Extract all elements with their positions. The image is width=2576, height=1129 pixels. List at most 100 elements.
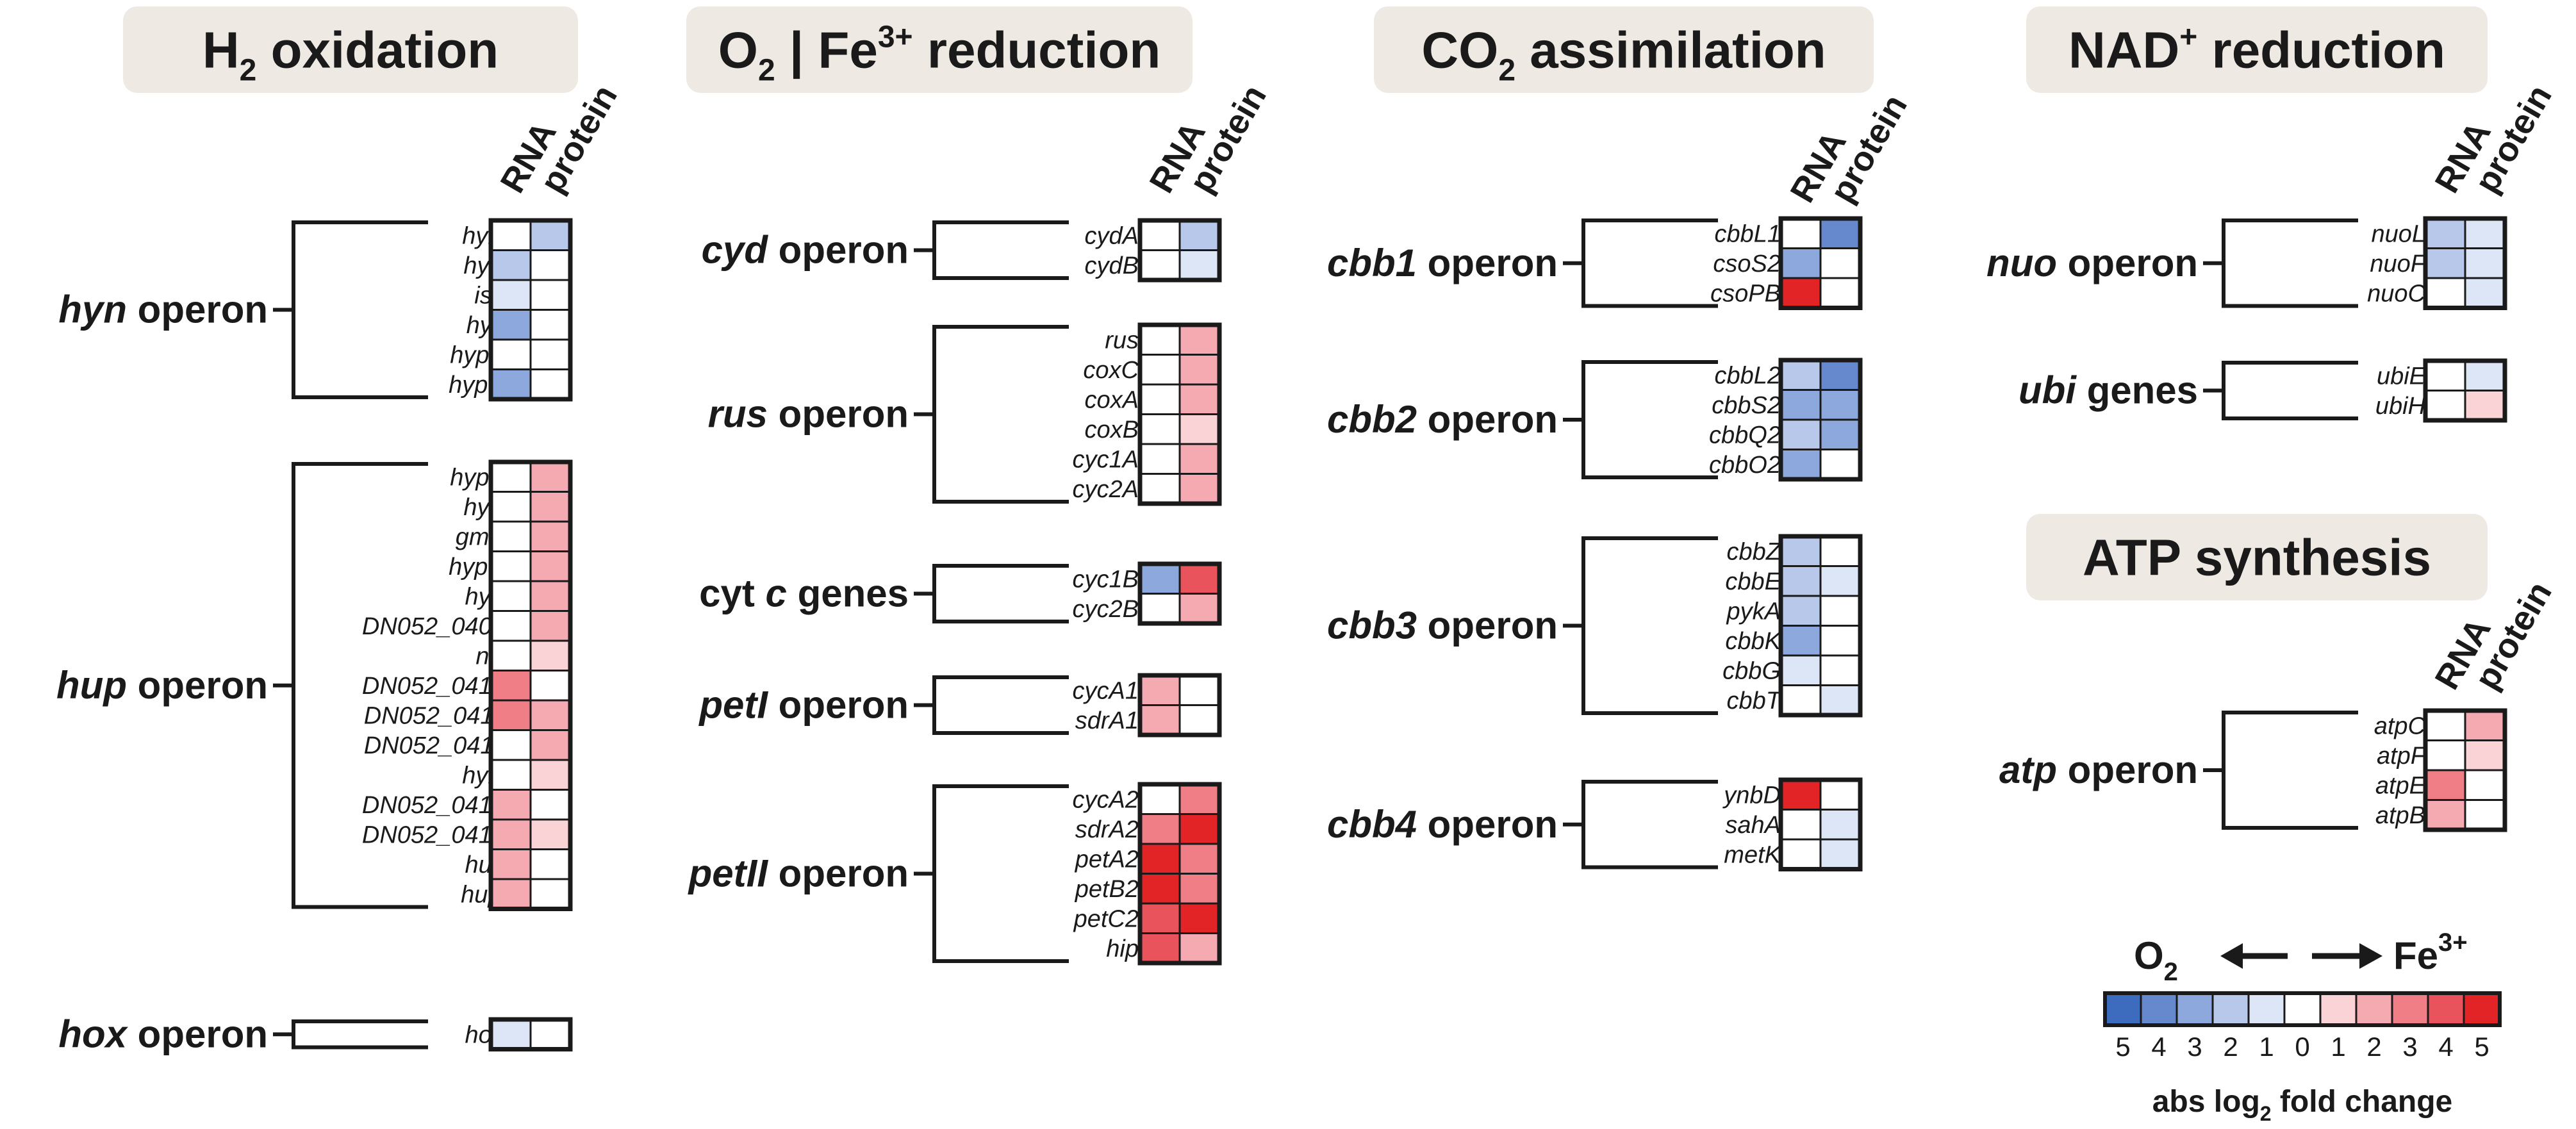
operon-label-italic: c [766, 572, 787, 615]
operon-label-suffix: operon [1417, 604, 1558, 647]
legend-swatch [2176, 992, 2214, 1026]
protein-cell [1819, 247, 1862, 279]
operon-label-italic: hox [58, 1012, 128, 1055]
protein-cell [529, 249, 572, 281]
gene-label: cydB [1085, 252, 1139, 279]
section-header: NAD+ reduction [2026, 6, 2488, 93]
rna-cell [490, 368, 532, 400]
heatmap-border [1137, 673, 1222, 738]
rna-cell [490, 580, 532, 612]
gene-label: cycA2 [1073, 786, 1139, 813]
protein-cell [1178, 249, 1221, 281]
legend-swatch [2211, 992, 2250, 1026]
protein-cell [1178, 219, 1221, 251]
title-main: NAD [2068, 22, 2179, 79]
heatmap-border [488, 459, 573, 911]
gene-label: sdrA2 [1075, 816, 1139, 843]
gene-label: petB2 [1075, 876, 1139, 903]
operon-label-suffix: operon [2057, 242, 2198, 284]
legend-tick-label: 5 [2474, 1032, 2489, 1062]
operon-label-suffix: operon [768, 229, 909, 272]
heatmap-border [488, 218, 573, 402]
rna-cell [490, 639, 532, 672]
heatmap-border [1778, 777, 1863, 871]
rna-cell [1139, 873, 1181, 905]
operon-label-italic: cbb1 [1327, 242, 1417, 284]
heatmap-border [1137, 782, 1222, 966]
rna-cell [1139, 413, 1181, 445]
rna-cell [1139, 783, 1181, 815]
rna-cell [1779, 684, 1822, 716]
operon-label: cbb1 operon [1327, 242, 1558, 284]
rna-cell [1779, 277, 1822, 309]
protein-cell [1178, 593, 1221, 625]
operon-label-suffix: genes [2076, 369, 2198, 412]
operon-bracket [1563, 536, 1718, 715]
section-title: ATP synthesis [2083, 529, 2431, 586]
protein-cell [529, 639, 572, 672]
operon-label-italic: hyn [58, 288, 127, 331]
protein-cell [1819, 359, 1862, 391]
gene-label: petA2 [1075, 846, 1139, 873]
rna-cell [1779, 535, 1822, 567]
operon-bracket [273, 220, 428, 399]
protein-cell [1178, 843, 1221, 875]
section-header-background [1374, 6, 1874, 93]
operon-label-suffix: operon [768, 393, 909, 436]
operon-label-italic: petII [688, 852, 769, 895]
operon-bracket [1563, 218, 1718, 308]
section-header-background [123, 6, 578, 93]
gene-label: cbbG [1722, 657, 1781, 684]
protein-cell [2464, 390, 2506, 422]
rna-cell [2424, 799, 2466, 831]
heatmap-border [1137, 561, 1222, 626]
gene-label: cbbZ [1727, 538, 1782, 565]
rna-cell [1139, 324, 1181, 356]
operon-label-italic: hup [56, 664, 127, 707]
heatmap-border [2423, 358, 2507, 423]
rna-cell [490, 309, 532, 341]
operon-label-prefix: cyt [699, 572, 765, 615]
protein-cell [1178, 873, 1221, 905]
rna-cell [1139, 563, 1181, 595]
legend-swatch [2355, 992, 2393, 1026]
protein-cell [1178, 383, 1221, 415]
protein-cell [2464, 769, 2506, 801]
rna-cell [1139, 383, 1181, 415]
gene-label: rus [1105, 327, 1139, 354]
protein-cell [2464, 217, 2506, 249]
protein-cell [1819, 565, 1862, 597]
legend-tick-label: 3 [2402, 1032, 2417, 1062]
title-main: O [718, 22, 758, 79]
legend-tick-label: 4 [2438, 1032, 2453, 1062]
operon-label-italic: cbb2 [1327, 398, 1417, 441]
rna-cell [1779, 247, 1822, 279]
operon-label: cbb4 operon [1327, 803, 1558, 846]
section-title: CO2 assimilation [1421, 22, 1826, 88]
gene-label: cydA [1085, 222, 1139, 249]
gene-label: atpC [2374, 713, 2426, 739]
operon-label: cyt c genes [699, 572, 909, 615]
legend-caption-pre: abs log [2152, 1085, 2260, 1119]
title-rest: reduction [913, 22, 1161, 79]
gene-label: metK [1724, 841, 1781, 868]
rna-cell [1139, 843, 1181, 875]
protein-cell [529, 759, 572, 791]
gene-label: sahA [1725, 812, 1781, 839]
legend-tick-label: 0 [2295, 1032, 2309, 1062]
protein-cell [529, 461, 572, 493]
protein-cell [1819, 779, 1862, 811]
gene-label: cbbQ2 [1709, 422, 1781, 449]
protein-cell [2464, 247, 2506, 279]
operon-bracket [914, 325, 1069, 504]
protein-cell [529, 368, 572, 400]
gene-label: hip [1106, 935, 1139, 962]
operon-bracket [914, 675, 1069, 735]
protein-cell [1819, 535, 1862, 567]
